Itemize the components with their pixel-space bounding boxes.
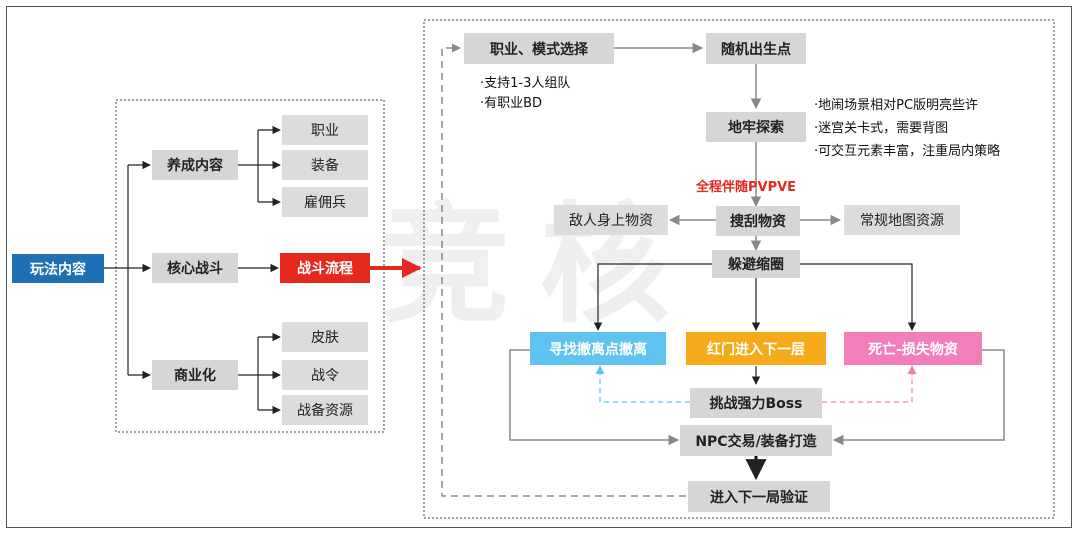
- dungeon-note-3: ·可交互元素丰富，注重局内策略: [814, 144, 1001, 159]
- dungeon-note-1: ·地闹场景相对PC版明亮些许: [814, 98, 979, 113]
- dungeon-note-2: ·迷宫关卡式，需要背图: [814, 121, 949, 136]
- boss-node: 挑战强力Boss: [690, 388, 822, 418]
- death-node: 死亡-损失物资: [844, 332, 982, 365]
- job-note-1: ·支持1-3人组队: [480, 76, 571, 91]
- leaf-node-gear: 装备: [282, 150, 368, 180]
- root-node: 玩法内容: [12, 254, 104, 283]
- pvpve-label: 全程伴随PVPVE: [696, 180, 797, 195]
- branch-node-monetization: 商业化: [152, 360, 238, 390]
- leaf-node-supplies: 战备资源: [282, 395, 368, 425]
- leaf-node-job: 职业: [282, 115, 368, 145]
- job-select-node: 职业、模式选择: [464, 33, 614, 64]
- next-round-node: 进入下一局验证: [688, 481, 830, 512]
- combat-flow-node: 战斗流程: [280, 253, 370, 283]
- leaf-node-mercenary: 雇佣兵: [282, 187, 368, 217]
- enemy-loot-node: 敌人身上物资: [554, 205, 668, 235]
- npc-trade-node: NPC交易/装备打造: [680, 425, 832, 456]
- extract-node: 寻找撤离点撤离: [530, 332, 666, 365]
- spawn-node: 随机出生点: [706, 33, 806, 64]
- job-note-2: ·有职业BD: [480, 96, 543, 111]
- shrink-zone-node: 躲避缩圈: [712, 250, 800, 278]
- branch-node-combat: 核心战斗: [152, 253, 238, 283]
- leaf-node-battlepass: 战令: [282, 360, 368, 390]
- loot-node: 搜刮物资: [716, 206, 800, 236]
- red-gate-node: 红门进入下一层: [686, 332, 826, 365]
- outer-frame: [6, 6, 1072, 528]
- leaf-node-skin: 皮肤: [282, 322, 368, 352]
- dungeon-node: 地牢探索: [706, 112, 806, 142]
- map-loot-node: 常规地图资源: [844, 205, 960, 235]
- branch-node-growth: 养成内容: [152, 150, 238, 180]
